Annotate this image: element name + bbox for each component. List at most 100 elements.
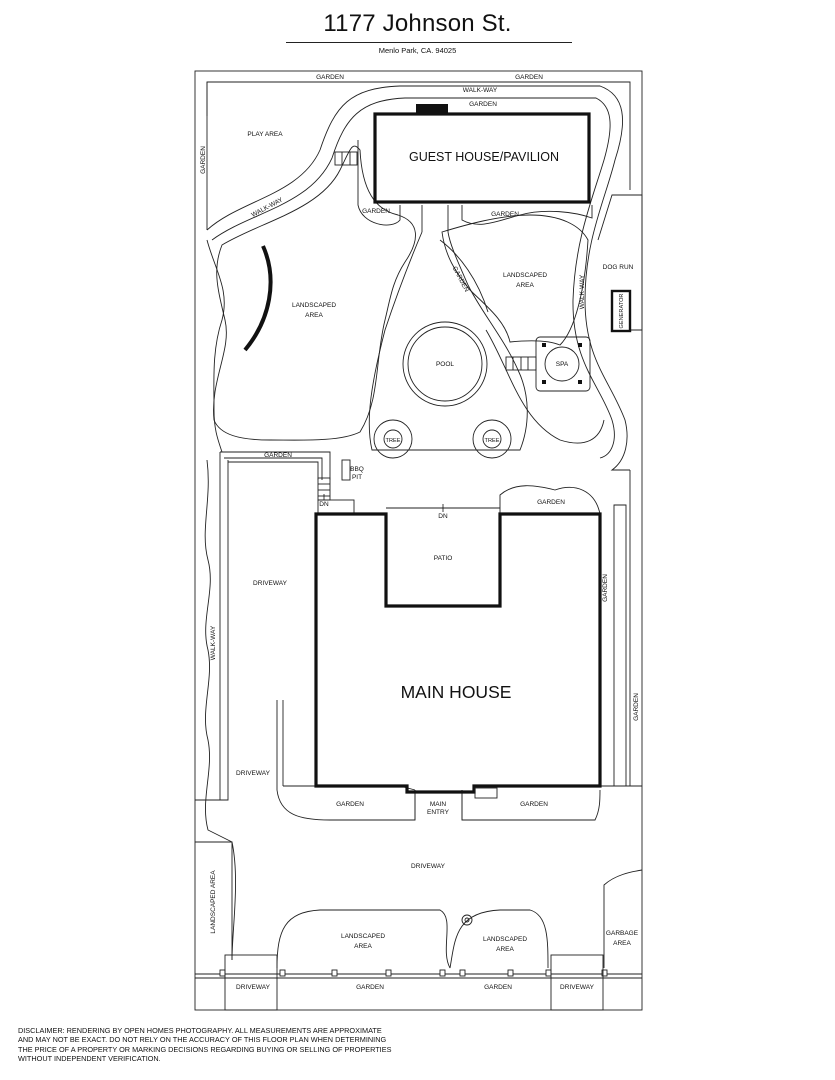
label-garbage: GARBAGE: [606, 930, 639, 937]
pool-inner: [407, 326, 483, 402]
sculpture-arc: [243, 245, 273, 352]
disclaimer-line: Disclaimer: Rendering by Open Homes Phot…: [18, 1026, 382, 1035]
walkway-outer: [206, 85, 630, 471]
driveway-curve: [276, 700, 416, 821]
walkway-west: [206, 239, 225, 453]
spa: [544, 346, 580, 382]
label-dog-run: DOG RUN: [603, 264, 634, 271]
driveway-left-inner: [195, 460, 229, 801]
generator: [610, 289, 632, 333]
label-landscaped-right-1: LANDSCAPED: [503, 272, 547, 279]
label-garden-guest-top: GARDEN: [469, 101, 497, 108]
label-dn-stairs: DN: [319, 501, 329, 508]
dog-run-fence: [597, 194, 630, 241]
label-garden-front-fence-left: GARDEN: [356, 984, 384, 991]
guest-garden-left: [357, 140, 401, 226]
label-garden-front-left: GARDEN: [336, 801, 364, 808]
tree-right-inner: [482, 429, 502, 449]
label-driveway-front-left: DRIVEWAY: [236, 984, 271, 991]
label-garden-east: GARDEN: [602, 574, 609, 602]
label-pool: POOL: [436, 361, 454, 368]
label-driveway-middle: DRIVEWAY: [236, 770, 271, 777]
label-garden-guest-right: GARDEN: [491, 211, 519, 218]
label-driveway-front-right: DRIVEWAY: [560, 984, 595, 991]
label-landscaped-lower-right-2: AREA: [496, 946, 514, 953]
label-main-entry-2: ENTRY: [427, 809, 450, 816]
play-area-steps: [334, 151, 358, 166]
label-landscaped-lower-center-2: AREA: [354, 943, 372, 950]
guest-garden-right: [461, 205, 593, 225]
guest-garden-arc: [439, 239, 489, 313]
landscaped-area-left: [213, 145, 416, 441]
landscaped-area-right-lower: [485, 329, 605, 444]
tree-left-inner: [383, 429, 403, 449]
label-walkway-top: WALK-WAY: [463, 87, 498, 94]
label-driveway-upper: DRIVEWAY: [253, 580, 288, 587]
driveway-garden-wall-inner2: [228, 461, 319, 480]
label-pit: PIT: [352, 474, 362, 481]
front-garden-right: [461, 789, 601, 821]
label-driveway-lower: DRIVEWAY: [411, 863, 446, 870]
label-walkway-right: WALK-WAY: [579, 274, 586, 309]
driveway-lower: [231, 841, 236, 961]
tree-left: [373, 419, 413, 459]
label-garden-house-top: GARDEN: [537, 499, 565, 506]
disclaimer-line: and may not be exact. Do not rely on the…: [18, 1035, 387, 1045]
label-rear-garden-left: GARDEN: [316, 74, 344, 81]
walkway-inner: [211, 97, 615, 459]
page-subtitle: Menlo Park, CA. 94025: [378, 46, 457, 55]
disclaimer: Disclaimer: Rendering by Open Homes Phot…: [18, 1026, 392, 1063]
property-boundary: [194, 70, 643, 1011]
label-main-entry-1: MAIN: [430, 801, 447, 808]
tree-lower: [461, 914, 473, 926]
garbage-area: [603, 869, 643, 968]
front-driveway-right: [550, 954, 604, 1011]
label-landscaped-right-2: AREA: [516, 282, 534, 289]
label-landscaped-left-2: AREA: [305, 312, 323, 319]
bbq-pit: [341, 459, 351, 481]
label-garden-driveway: GARDEN: [264, 452, 292, 459]
main-house: [314, 512, 602, 794]
label-rear-garden-right: GARDEN: [515, 74, 543, 81]
driveway-garden-wall-inner: [224, 457, 323, 480]
label-garden-east-outer: GARDEN: [633, 693, 640, 721]
label-walkway-diagonal: WALK-WAY: [250, 196, 284, 219]
label-garden-front-fence-right: GARDEN: [484, 984, 512, 991]
label-garden-guest-left: GARDEN: [362, 208, 390, 215]
landscaped-lower-right: [449, 909, 549, 969]
disclaimer-line: without independent verification.: [18, 1053, 161, 1063]
label-play-area: PLAY AREA: [247, 131, 283, 138]
east-garden-strip: [613, 504, 627, 787]
label-tree-right: TREE: [485, 438, 500, 444]
label-main-house: MAIN HOUSE: [401, 682, 512, 702]
main-entry-step: [474, 787, 498, 799]
label-patio: PATIO: [434, 555, 453, 562]
label-landscaped-lower-left: LANDSCAPED AREA: [210, 870, 217, 934]
label-landscaped-lower-right-1: LANDSCAPED: [483, 936, 527, 943]
pool: [402, 321, 488, 407]
label-dn-patio: DN: [438, 513, 448, 520]
walkway-west-outer: [204, 459, 233, 843]
page-title: 1177 Johnson St.: [323, 10, 512, 37]
label-garden-vertical-left: GARDEN: [200, 146, 207, 174]
guest-house: [373, 112, 591, 204]
landscaped-area-right: [441, 214, 589, 346]
label-guest-house: GUEST HOUSE/PAVILION: [409, 150, 559, 164]
pool-deck: [368, 231, 528, 451]
guest-house-chimney: [416, 104, 448, 114]
label-garden-arc: GARDEN: [451, 265, 470, 293]
label-landscaped-left-1: LANDSCAPED: [292, 302, 336, 309]
label-spa: SPA: [556, 361, 569, 368]
label-landscaped-lower-center-1: LANDSCAPED: [341, 933, 385, 940]
label-garden-front-right: GARDEN: [520, 801, 548, 808]
label-generator: GENERATOR: [619, 294, 625, 329]
label-garbage-area: AREA: [613, 940, 631, 947]
dog-run: [630, 194, 643, 331]
tree-right: [472, 419, 512, 459]
landscaped-lower-center: [276, 909, 451, 969]
main-house-garden-top: [499, 485, 601, 515]
disclaimer-line: the price of a property or marking decis…: [18, 1044, 392, 1054]
front-driveway-left: [224, 954, 278, 1011]
label-tree-left: TREE: [386, 438, 401, 444]
